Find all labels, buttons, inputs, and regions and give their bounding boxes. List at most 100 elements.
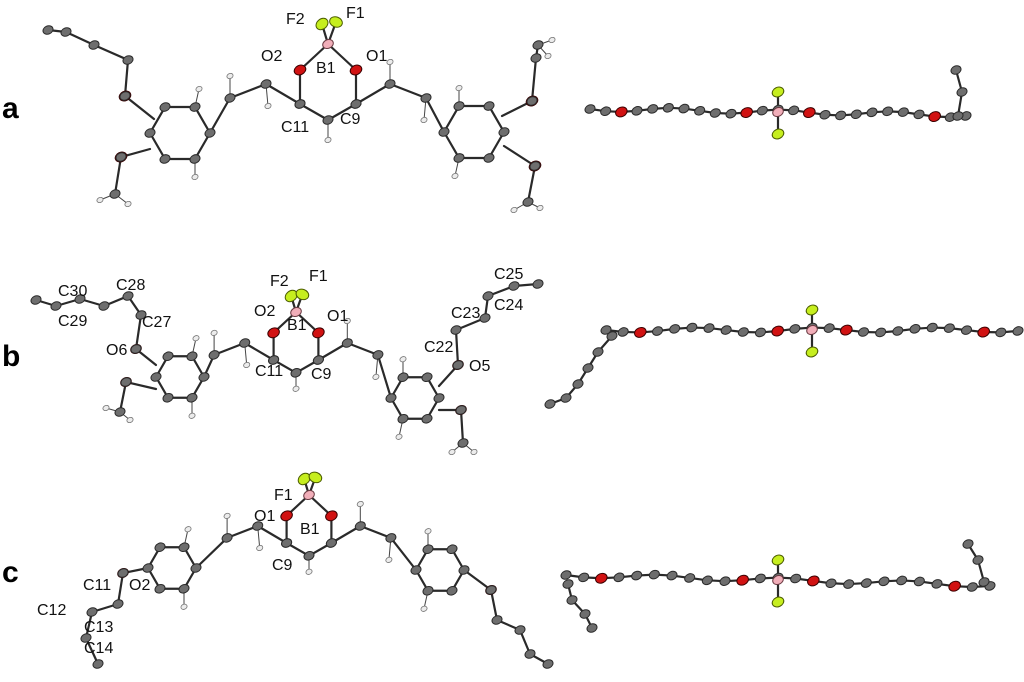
bond: [116, 571, 125, 606]
carbon-atom: [669, 324, 681, 334]
carbon-atom: [522, 197, 534, 207]
hydrogen-atom: [536, 204, 544, 212]
bond: [243, 341, 275, 362]
carbon-atom: [482, 291, 494, 301]
carbon-atom: [857, 327, 870, 337]
carbon-atom: [600, 106, 612, 116]
hydrogen-atom: [420, 116, 428, 124]
carbon-atom: [144, 128, 156, 138]
carbon-atom: [159, 102, 171, 112]
hydrogen-atom: [192, 335, 200, 342]
carbon-atom: [290, 368, 302, 378]
panel-label-a: a: [2, 92, 19, 125]
carbon-atom: [479, 313, 491, 323]
hydrogen-atom: [256, 544, 264, 552]
carbon-atom: [560, 570, 572, 580]
hydrogen-atom: [96, 196, 104, 204]
carbon-atom: [972, 555, 984, 565]
carbon-atom: [566, 595, 578, 605]
oxygen-atom: [807, 575, 820, 587]
carbon-atom: [498, 127, 510, 137]
hydrogen-atom: [210, 329, 218, 336]
carbon-atom: [701, 575, 713, 586]
carbon-atom: [720, 325, 732, 335]
hydrogen-atom: [188, 412, 196, 419]
oxygen-atom: [349, 64, 363, 76]
hydrogen-atom: [223, 512, 231, 519]
carbon-atom: [421, 414, 433, 424]
carbon-atom: [754, 327, 767, 338]
carbon-atom: [651, 326, 664, 336]
atom-label: C25: [494, 266, 523, 283]
atom-label: C11: [255, 363, 283, 380]
hydrogen-atom: [264, 102, 272, 110]
carbon-atom: [384, 79, 396, 89]
carbon-atom: [878, 576, 890, 587]
oxygen-atom: [803, 107, 816, 119]
carbon-atom: [508, 281, 520, 291]
carbon-atom: [678, 103, 690, 114]
carbon-atom: [50, 301, 62, 311]
carbon-atom: [410, 565, 422, 575]
carbon-atom: [114, 407, 126, 417]
hydrogen-atom: [124, 200, 132, 208]
fluorine-atom: [805, 346, 819, 358]
carbon-atom: [135, 310, 147, 320]
carbon-atom: [208, 350, 220, 360]
fluorine-atom: [315, 17, 329, 31]
bond: [346, 341, 379, 356]
atom-labels-panel-a: F2 F1 O2 B1 O1 C11 C9: [261, 5, 387, 136]
carbon-atom: [909, 324, 921, 334]
hydrogen-atom: [510, 206, 518, 214]
hydrogen-atom: [399, 356, 407, 363]
carbon-atom: [221, 533, 233, 543]
carbon-atom: [631, 106, 643, 116]
carbon-atom: [422, 586, 434, 596]
carbon-atom: [397, 372, 409, 382]
carbon-atom: [931, 579, 943, 589]
panel-label-c: c: [2, 556, 19, 589]
bond: [489, 588, 499, 622]
carbon-atom: [457, 438, 469, 448]
carbon-atom: [189, 102, 201, 112]
atom-label: O2: [254, 303, 275, 320]
atom-label: F2: [286, 11, 305, 28]
carbon-atom: [162, 351, 174, 361]
oxygen-atom: [280, 510, 293, 522]
atom-label: C29: [58, 313, 87, 330]
carbon-atom: [453, 101, 465, 111]
carbon-atom: [896, 575, 908, 586]
bond: [298, 102, 330, 122]
panel-label-b: b: [2, 340, 20, 373]
bond: [84, 636, 100, 666]
carbon-atom: [239, 338, 251, 348]
carbon-atom: [995, 327, 1007, 338]
bond: [298, 42, 330, 72]
carbon-atom: [189, 154, 201, 164]
carbon-atom: [224, 93, 236, 103]
carbon-atom: [30, 295, 42, 305]
carbon-atom: [709, 108, 721, 118]
atom-label: C11: [281, 119, 309, 136]
oxygen-atom: [325, 510, 338, 522]
carbon-atom: [325, 538, 337, 548]
boron-atom: [290, 306, 302, 318]
atom-label: F2: [270, 273, 289, 290]
hydrogen-atom: [386, 58, 394, 66]
bond: [424, 96, 446, 134]
carbon-atom: [578, 572, 590, 583]
carbon-atom: [631, 570, 643, 581]
carbon-atom: [560, 393, 572, 403]
hydrogen-atom: [102, 404, 110, 412]
oxygen-atom: [948, 580, 961, 592]
fluorine-atom: [771, 86, 785, 98]
hydrogen-atom: [126, 416, 134, 424]
fluorine-atom: [771, 596, 785, 608]
carbon-atom: [122, 291, 134, 301]
carbon-atom: [397, 414, 409, 424]
atom-label: C11: [83, 577, 111, 594]
oxygen-atom: [736, 574, 749, 586]
bond: [376, 353, 393, 400]
carbon-atom: [584, 104, 596, 114]
carbon-atom: [613, 572, 625, 583]
